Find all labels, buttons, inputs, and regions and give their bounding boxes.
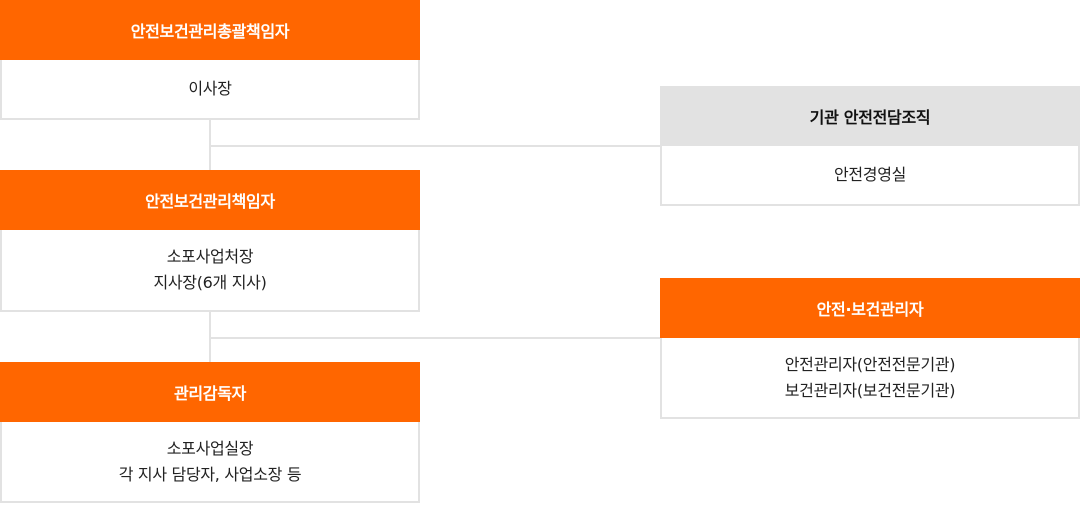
box-dedicated-org-body: 안전경영실 <box>660 146 1080 206</box>
box-manager-line-2: 지사장(6개 지사) <box>153 273 267 292</box>
connector-to-officer <box>209 337 661 339</box>
box-safety-officer-body: 안전관리자(안전전문기관) 보건관리자(보건전문기관) <box>660 338 1080 419</box>
box-general-manager-body: 이사장 <box>0 60 420 120</box>
box-dedicated-org-line-1: 안전경영실 <box>833 165 907 184</box>
box-safety-officer-line-1: 안전관리자(안전전문기관) <box>784 354 956 374</box>
box-supervisor-line-2: 각 지사 담당자, 사업소장 등 <box>118 464 302 484</box>
box-manager-title: 안전보건관리책임자 <box>0 170 420 230</box>
connector-vertical-1 <box>209 118 211 170</box>
box-manager: 안전보건관리책임자 소포사업처장 지사장(6개 지사) <box>0 170 420 312</box>
box-manager-body: 소포사업처장 지사장(6개 지사) <box>0 230 420 312</box>
box-supervisor: 관리감독자 소포사업실장 각 지사 담당자, 사업소장 등 <box>0 362 420 503</box>
box-supervisor-title: 관리감독자 <box>0 362 420 422</box>
box-safety-officer-title: 안전·보건관리자 <box>660 278 1080 338</box>
box-safety-officer: 안전·보건관리자 안전관리자(안전전문기관) 보건관리자(보건전문기관) <box>660 278 1080 419</box>
box-supervisor-line-1: 소포사업실장 <box>166 438 254 458</box>
box-general-manager-line-1: 이사장 <box>188 79 232 98</box>
box-safety-officer-line-2: 보건관리자(보건전문기관) <box>784 380 956 400</box>
connector-to-dedicated <box>209 145 661 147</box>
box-dedicated-org: 기관 안전전담조직 안전경영실 <box>660 86 1080 206</box>
connector-vertical-2 <box>209 310 211 362</box>
box-dedicated-org-title: 기관 안전전담조직 <box>660 86 1080 146</box>
box-general-manager: 안전보건관리총괄책임자 이사장 <box>0 0 420 120</box>
box-manager-line-1: 소포사업처장 <box>166 247 254 266</box>
box-supervisor-body: 소포사업실장 각 지사 담당자, 사업소장 등 <box>0 422 420 503</box>
box-general-manager-title: 안전보건관리총괄책임자 <box>0 0 420 60</box>
